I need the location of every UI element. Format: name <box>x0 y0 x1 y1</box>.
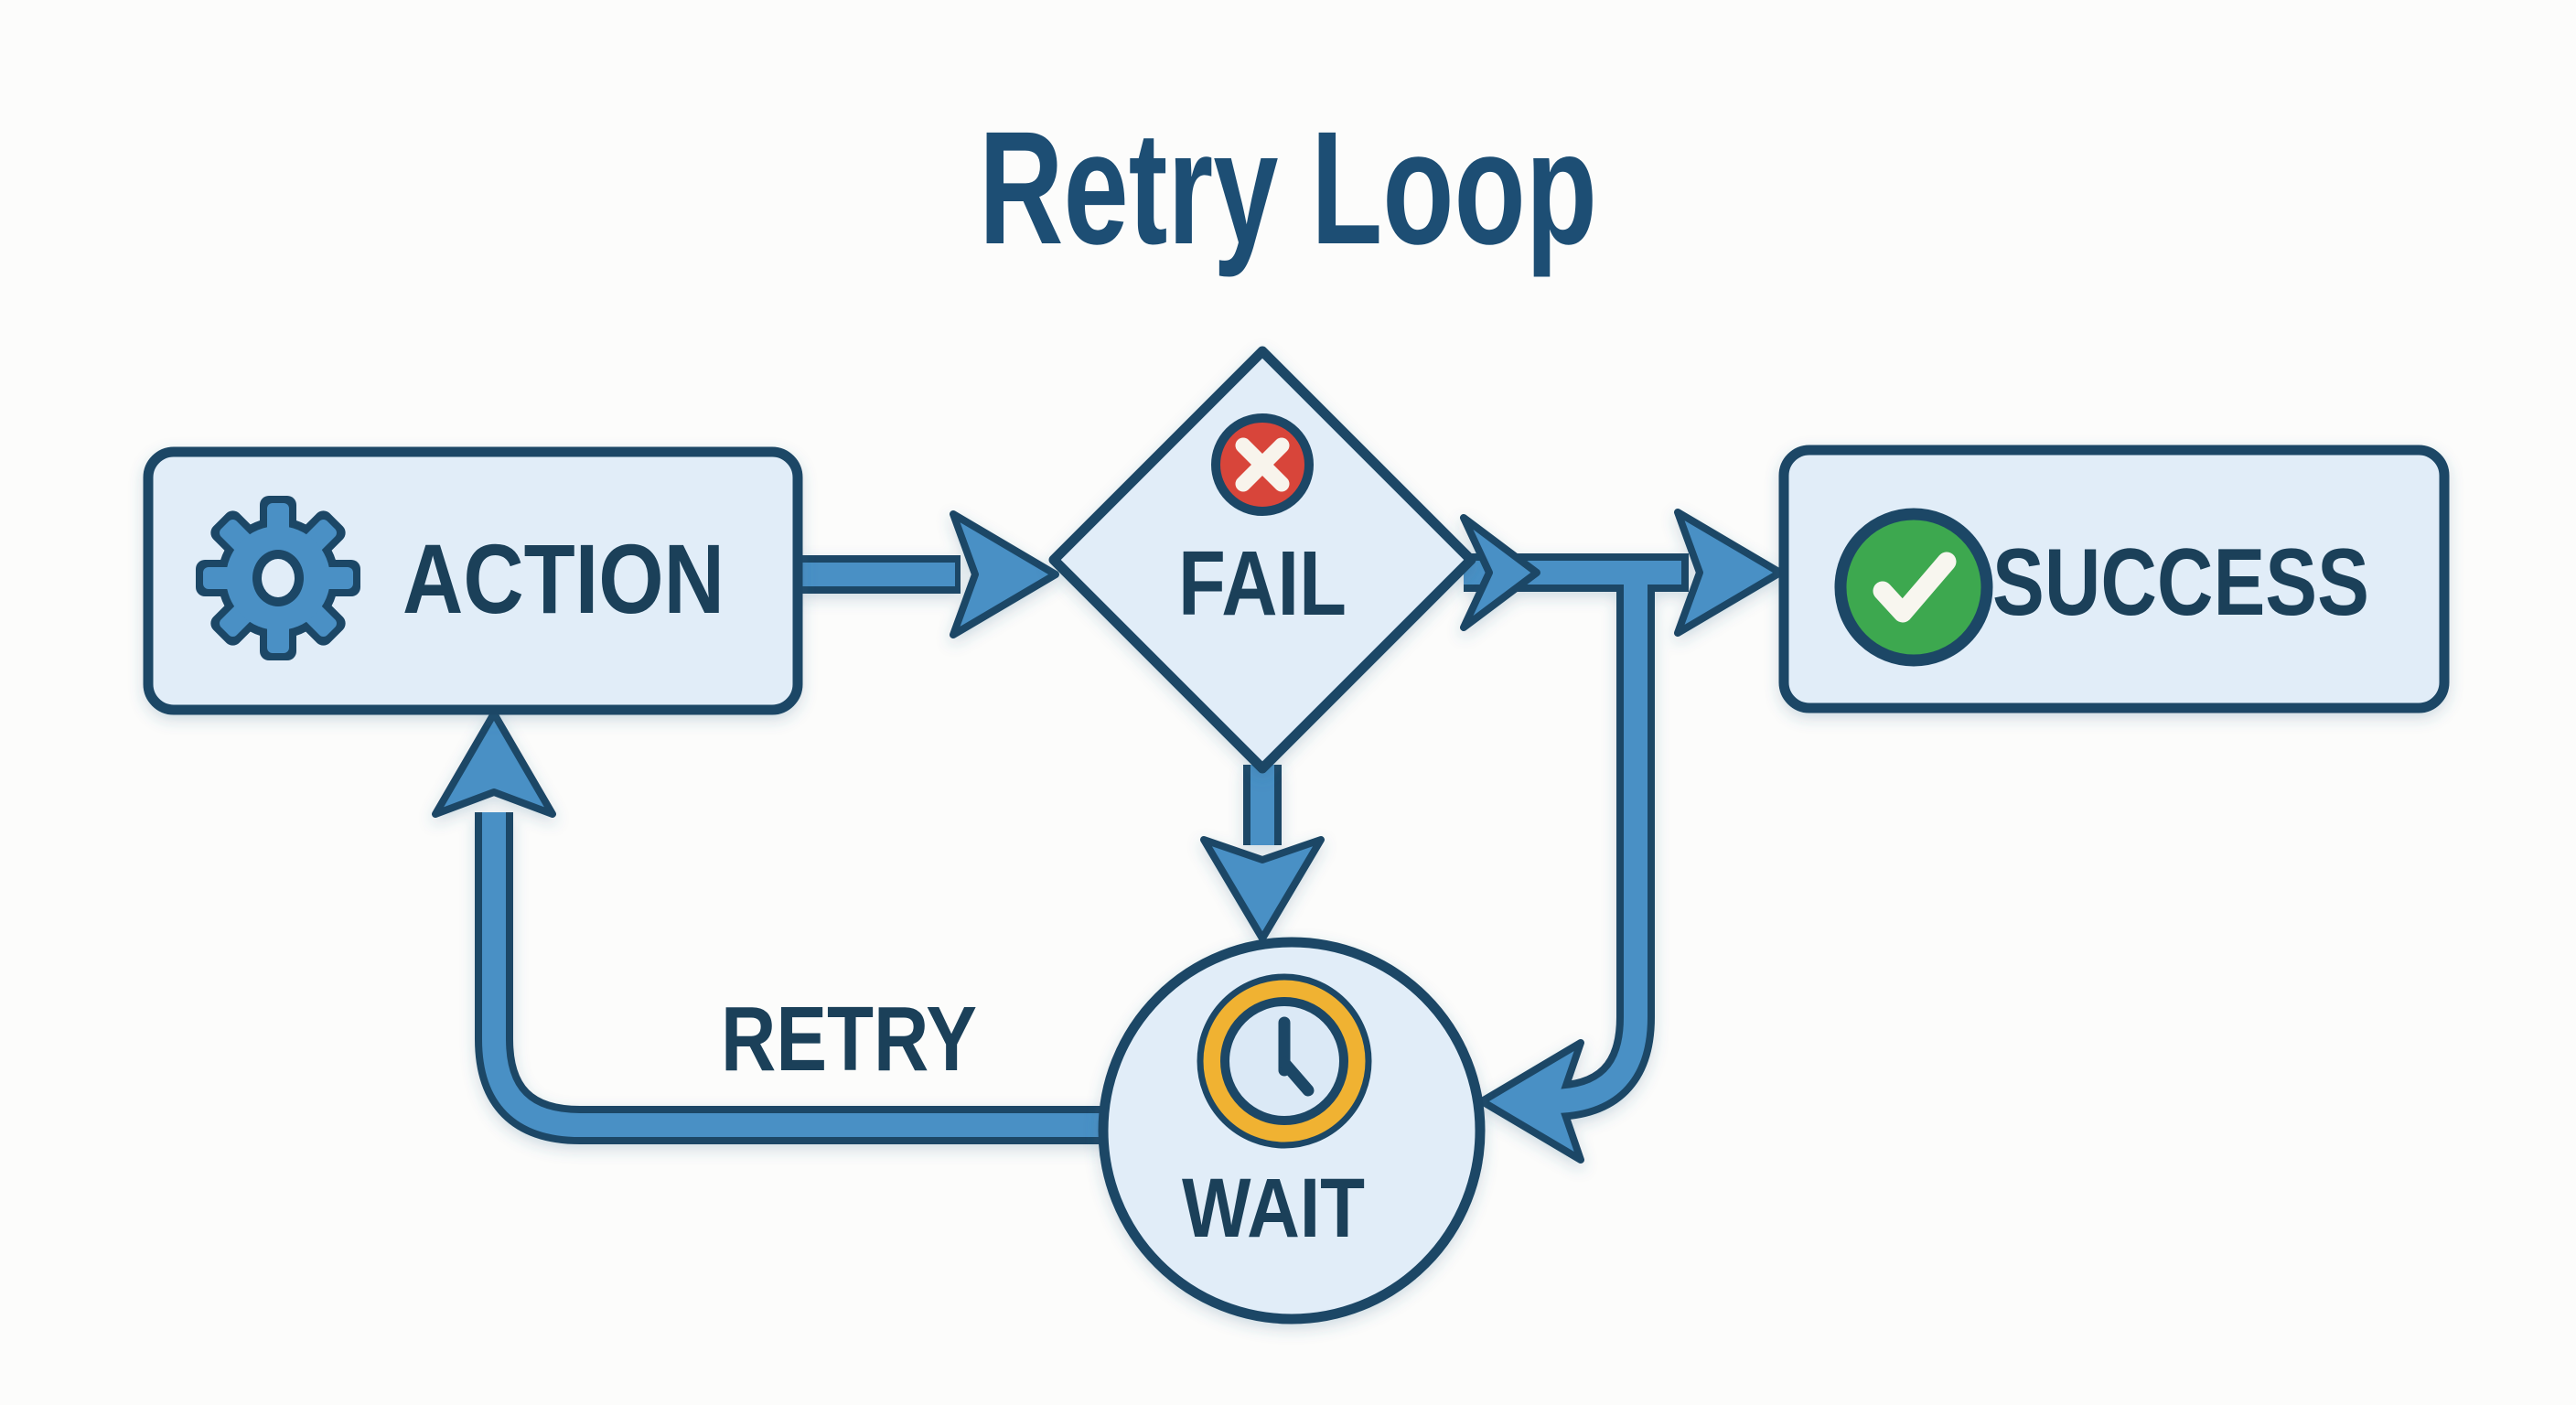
check-icon <box>1834 508 1993 667</box>
success-label: SUCCESS <box>1992 530 2369 636</box>
edge-fail-to-wait <box>1200 765 1325 942</box>
action-label: ACTION <box>402 523 724 634</box>
fail-node <box>1048 346 1476 774</box>
action-node <box>143 446 803 715</box>
fail-label: FAIL <box>1178 532 1347 635</box>
gear-icon <box>196 496 360 660</box>
arrowhead-into-fail <box>950 510 1059 638</box>
clock-icon <box>1197 973 1372 1149</box>
fail-exit-fletch <box>1460 514 1540 631</box>
edge-junction-to-wait-fill <box>1551 569 1648 1113</box>
arrowhead-down-into-wait <box>1200 836 1325 942</box>
error-x-icon <box>1211 413 1314 516</box>
arrowhead-into-success <box>1674 509 1784 637</box>
edges <box>432 509 1784 1164</box>
diagram-title: Retry Loop <box>979 99 1597 278</box>
arrowhead-up-into-action <box>432 710 556 818</box>
wait-label: WAIT <box>1182 1162 1365 1255</box>
nodes <box>143 346 2450 1325</box>
edge-action-to-fail <box>800 510 1059 638</box>
retry-edge-label: RETRY <box>721 988 977 1090</box>
edge-wait-to-action <box>432 710 1105 1144</box>
